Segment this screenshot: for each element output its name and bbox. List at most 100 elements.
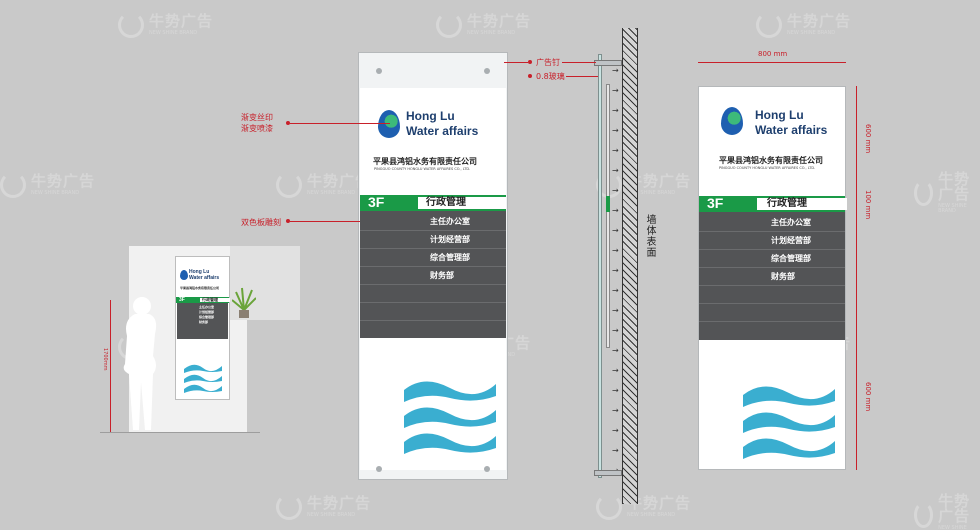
width-dim-line	[698, 62, 846, 63]
main-brand-line2: Water affairs	[406, 124, 479, 138]
watermark-cn: 牛势广告	[307, 494, 372, 512]
main-sign-panel: Hong Lu Water affairs 平果县鸿铝水务有限责任公司 PING…	[360, 88, 506, 470]
main-logo-icon	[378, 110, 400, 138]
fixing-arrow-icon: →	[612, 146, 619, 155]
mini-brand-line1: Hong Lu	[189, 269, 210, 275]
mini-dept-panel: 主任办公室 计划经营部 综合管理部 财务部	[177, 303, 228, 339]
person-height-label: 1700mm	[102, 348, 108, 371]
main-brand-line1: Hong Lu	[406, 109, 455, 123]
right-sign-panel: Hong Lu Water affairs 平果县鸿铝水务有限责任公司 PING…	[698, 86, 847, 470]
watermark-ring-icon	[756, 12, 782, 38]
annotation-dot	[528, 74, 532, 78]
right-row-line-4	[699, 285, 845, 286]
right-dept-3: 综合管理部	[771, 254, 811, 263]
watermark-cn: 牛势广告	[938, 170, 971, 203]
main-row-line-5	[360, 302, 506, 303]
watermark-cn: 牛势广告	[467, 12, 532, 30]
watermark-cn: 牛势广告	[787, 12, 852, 30]
fixing-arrow-icon: →	[612, 306, 619, 315]
main-row-line-2	[360, 248, 506, 249]
annotation-ad-nail: 广告钉	[536, 58, 560, 67]
right-brand-line2: Water affairs	[755, 123, 828, 137]
wall-surface-label: 墙体表面	[644, 214, 655, 258]
watermark-ring-icon	[118, 12, 144, 38]
screw-icon	[376, 68, 382, 74]
annotation-leader-line	[504, 62, 528, 63]
watermark-en: NEW SHINE BRAND	[627, 512, 676, 518]
right-brand-line1: Hong Lu	[755, 108, 804, 122]
mini-logo-icon	[180, 270, 188, 280]
right-logo-icon	[721, 107, 743, 135]
bottom-height-label: 600 mm	[864, 382, 872, 412]
watermark-en: NEW SHINE BRAND	[307, 512, 356, 518]
watermark-ring-icon	[276, 172, 302, 198]
fixing-arrow-icon: →	[612, 346, 619, 355]
watermark-ring-icon	[914, 180, 934, 206]
wall-section	[622, 28, 638, 504]
mini-sign: Hong Lu Water affairs 平果县鸿铝水务有限责任公司 3F 行…	[175, 256, 230, 400]
watermark-en: NEW SHINE BRAND	[149, 30, 198, 36]
watermark-ring-icon	[276, 494, 302, 520]
main-dept-panel: 主任办公室 计划经营部 综合管理部 财务部	[360, 211, 506, 338]
fixing-arrow-icon: →	[612, 86, 619, 95]
watermark-en: NEW SHINE BRAND	[627, 190, 676, 196]
watermark-en: NEW SHINE BRAND	[938, 203, 967, 214]
main-row-line-1	[360, 230, 506, 231]
annotation-dot	[286, 219, 290, 223]
screw-icon	[484, 466, 490, 472]
mini-dept-4: 财务部	[199, 320, 209, 324]
fixing-arrow-icon: →	[612, 166, 619, 175]
watermark-cn: 牛势广告	[627, 494, 692, 512]
height-dim-line	[856, 86, 857, 470]
right-section-title: 行政管理	[757, 198, 847, 210]
mini-dept-2: 计划经营部	[199, 310, 215, 314]
watermark-en: NEW SHINE BRAND	[467, 30, 516, 36]
main-waves-icon	[404, 381, 496, 454]
fixing-arrow-icon: →	[612, 106, 619, 115]
fixing-arrow-icon: →	[612, 286, 619, 295]
right-company-cn: 平果县鸿铝水务有限责任公司	[719, 156, 823, 165]
mid-height-label: 100 mm	[864, 190, 872, 220]
watermark-cn: 牛势广告	[307, 172, 372, 190]
annotation-leader-line	[290, 123, 390, 124]
main-dept-4: 财务部	[430, 271, 454, 280]
ad-nail-bottom-icon	[594, 470, 622, 476]
right-floor-label: 3F	[707, 195, 724, 211]
fixing-arrow-icon: →	[612, 406, 619, 415]
watermark-cn: 牛势广告	[31, 172, 96, 190]
annotation-leader-line	[562, 62, 596, 63]
mini-company-cn: 平果县鸿铝水务有限责任公司	[180, 286, 220, 290]
main-dept-3: 综合管理部	[430, 253, 470, 262]
watermark-cn: 牛势广告	[627, 172, 692, 190]
annotation-glass: 0.8玻璃	[536, 72, 565, 81]
annotation-leader-line	[290, 221, 360, 222]
person-height-line	[110, 300, 111, 432]
watermark-ring-icon	[0, 172, 26, 198]
watermark-ring-icon	[596, 494, 622, 520]
watermark-ring-icon	[914, 502, 934, 528]
right-dept-panel: 主任办公室 计划经营部 综合管理部 财务部	[699, 212, 845, 340]
main-row-line-4	[360, 284, 506, 285]
fixing-arrow-icon: →	[612, 386, 619, 395]
width-dim-label: 800 mm	[758, 50, 788, 58]
side-glass-panel	[598, 54, 602, 478]
watermark-en: NEW SHINE BRAND	[787, 30, 836, 36]
main-dept-1: 主任办公室	[430, 217, 470, 226]
watermark-en: NEW SHINE BRAND	[307, 190, 356, 196]
side-green-strip	[606, 196, 610, 212]
right-dept-2: 计划经营部	[771, 236, 811, 245]
main-row-line-3	[360, 266, 506, 267]
mini-brand-line2: Water affairs	[189, 275, 220, 281]
fixing-arrow-icon: →	[612, 366, 619, 375]
main-company-en: PINGGUO COUNTY HONGLU WATER AFFAIRES CO.…	[374, 167, 471, 171]
watermark-ring-icon	[436, 12, 462, 38]
